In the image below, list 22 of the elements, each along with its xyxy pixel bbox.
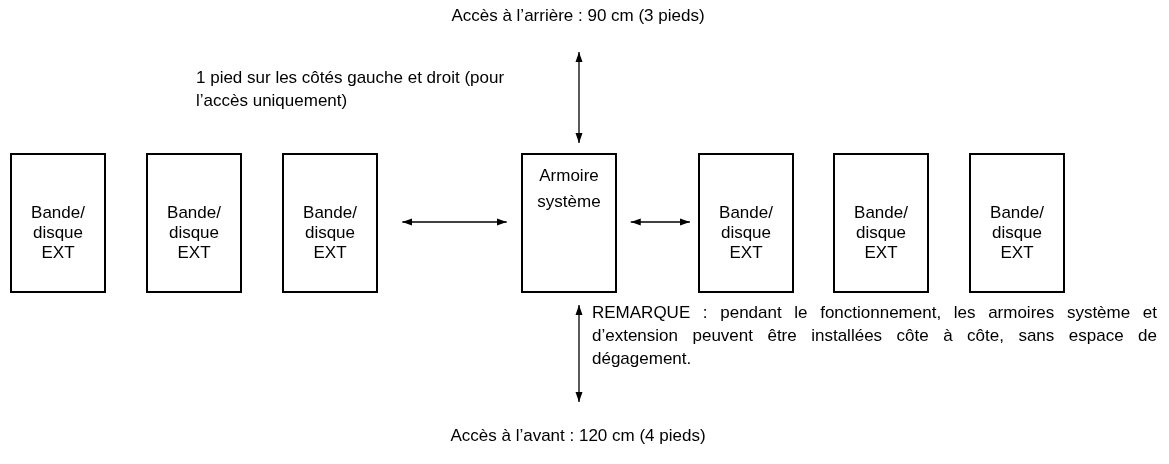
cabinet-box — [146, 153, 242, 293]
cabinet-box — [282, 153, 378, 293]
box-label: Bande/ disque EXT — [989, 203, 1045, 263]
cabinet-box — [698, 153, 794, 293]
box-label: Bande/ disque EXT — [30, 203, 86, 263]
box-label: Bande/ disque EXT — [302, 203, 358, 263]
double-arrow — [575, 304, 583, 403]
cabinet-box — [10, 153, 106, 293]
front-access-note: Accès à l’avant : 120 cm (4 pieds) — [449, 425, 707, 447]
rear-access-note: Accès à l’arrière : 90 cm (3 pieds) — [450, 5, 706, 27]
double-arrow — [401, 218, 508, 226]
side-access-note: 1 pied sur les côtés gauche et droit (pour l’accès uniquement) — [196, 67, 506, 112]
cabinet-box — [833, 153, 929, 293]
box-label: Armoire système — [536, 165, 602, 213]
double-arrow — [630, 218, 691, 226]
box-label: Bande/ disque EXT — [853, 203, 909, 263]
double-arrow — [575, 51, 583, 144]
box-label: Bande/ disque EXT — [166, 203, 222, 263]
cabinet-box — [969, 153, 1065, 293]
system-cabinet-box — [521, 153, 617, 293]
box-label: Bande/ disque EXT — [718, 203, 774, 263]
remark-note: REMARQUE : pendant le fonctionnement, les armoires système et d’extension peuvent être installées côte à côte, sans espace de dégagement. — [592, 302, 1157, 370]
